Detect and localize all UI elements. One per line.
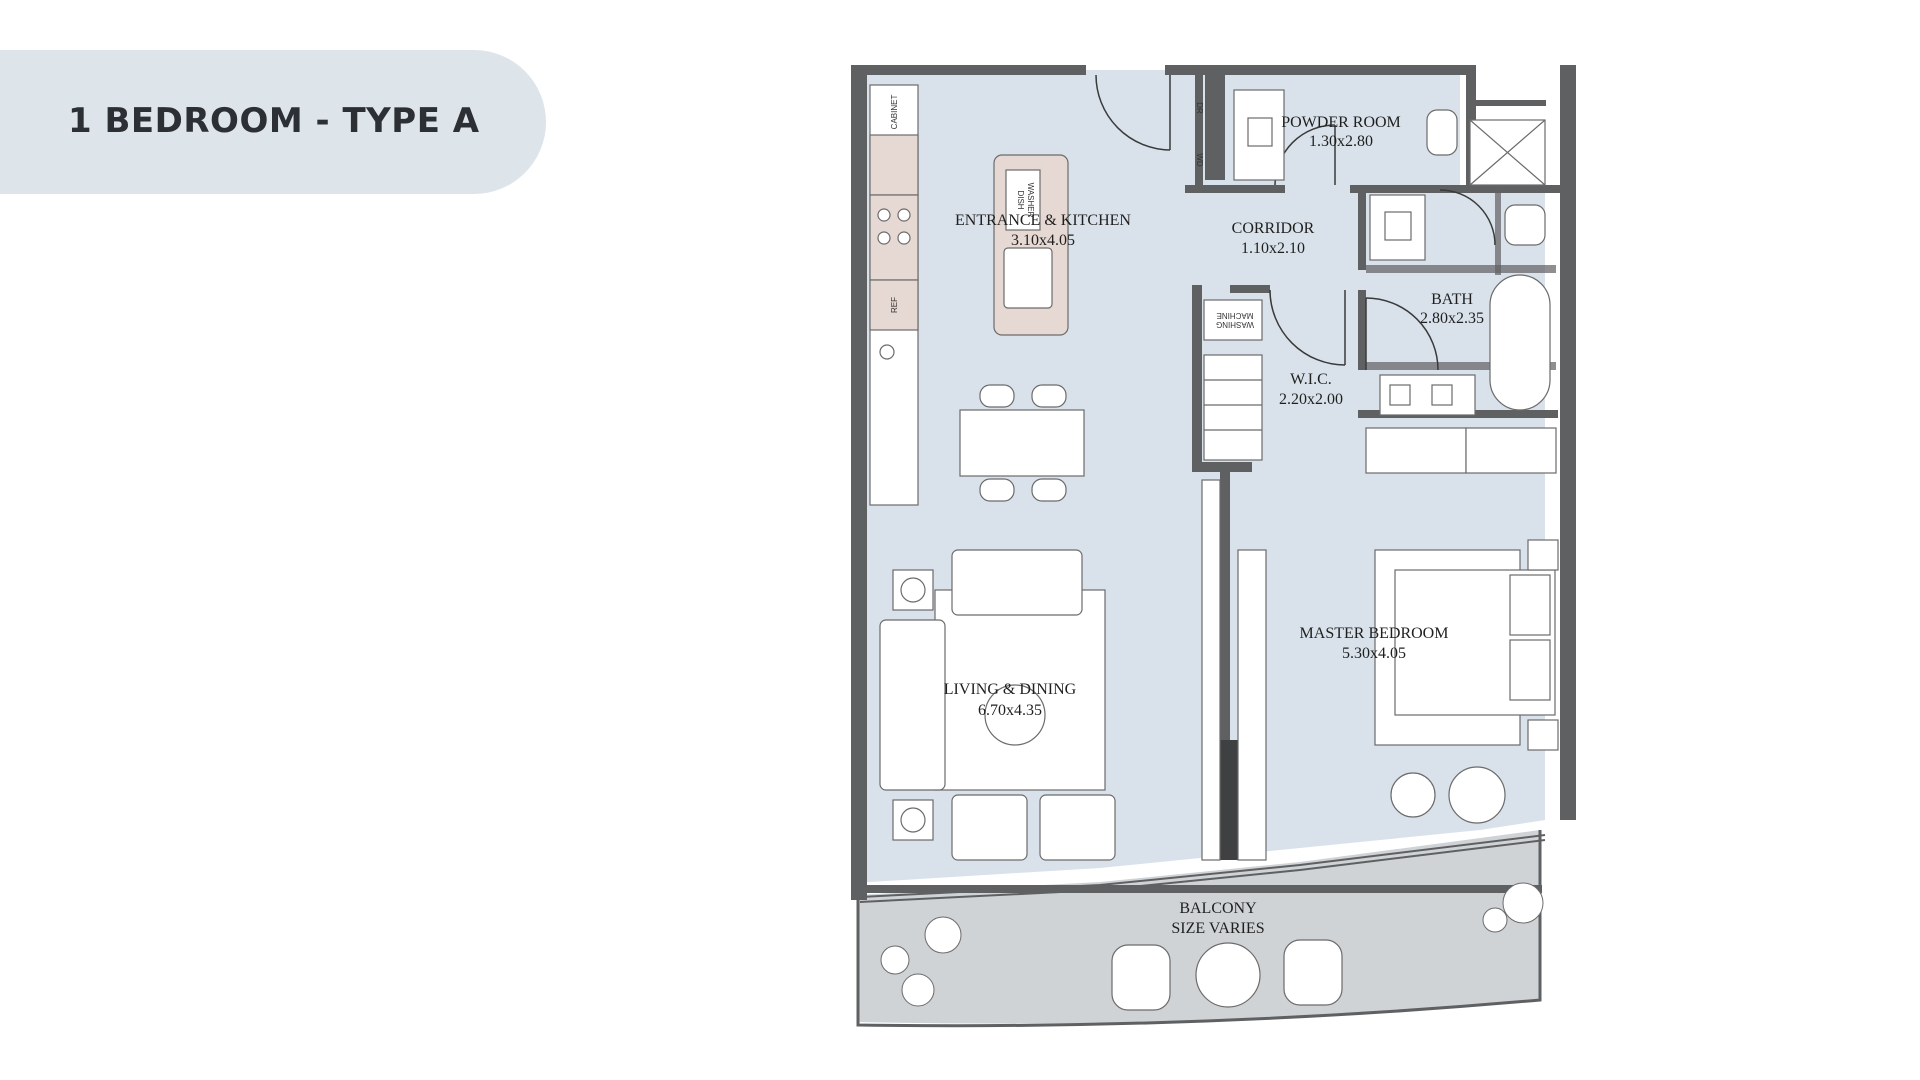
plant-icon	[880, 882, 1544, 1007]
doors	[1095, 74, 1496, 371]
balcony-furniture	[1111, 939, 1343, 1011]
cabinet-label: CABINET	[890, 95, 899, 130]
bath-fixtures	[1369, 194, 1551, 416]
room-size-living-dining: 6.70x4.35	[978, 702, 1042, 719]
walls	[851, 65, 1576, 900]
dining-table	[959, 384, 1085, 502]
room-size-bath: 2.80x2.35	[1420, 310, 1484, 327]
washing-label-2: MACHINE	[1217, 311, 1254, 320]
kitchen-counter	[869, 84, 919, 506]
room-labels: POWDER ROOM 1.30x2.80 ENTRANCE & KITCHEN…	[944, 114, 1484, 937]
page-title: 1 BEDROOM - TYPE A	[68, 101, 480, 141]
room-name-master-bedroom: MASTER BEDROOM	[1300, 625, 1449, 642]
room-size-balcony: SIZE VARIES	[1171, 920, 1264, 937]
washing-label-1: WASHING	[1216, 320, 1254, 329]
room-size-corridor: 1.10x2.10	[1241, 240, 1305, 257]
powder-fixtures	[1233, 89, 1546, 186]
wic-shelving	[1201, 299, 1267, 861]
ref-label: REF	[890, 297, 899, 313]
room-name-entrance-kitchen: ENTRANCE & KITCHEN	[955, 212, 1131, 229]
room-name-corridor: CORRIDOR	[1232, 220, 1315, 237]
balcony-floor	[858, 830, 1540, 1024]
room-size-wic: 2.20x2.00	[1279, 391, 1343, 408]
bedroom-wardrobe	[1365, 427, 1557, 474]
title-banner	[0, 50, 546, 194]
room-name-wic: W.I.C.	[1290, 371, 1332, 388]
dr-label: DR	[1195, 102, 1204, 114]
kitchen-island	[993, 154, 1069, 336]
room-name-powder-room: POWDER ROOM	[1281, 114, 1401, 131]
living-furniture	[879, 549, 1116, 861]
room-size-master-bedroom: 5.30x4.05	[1342, 645, 1406, 662]
room-name-bath: BATH	[1431, 291, 1473, 308]
balcony-outline	[856, 830, 1542, 1028]
room-name-balcony: BALCONY	[1179, 900, 1257, 917]
window-line	[859, 834, 1546, 903]
dishwasher-label-2: WASHER	[1026, 183, 1035, 218]
room-size-entrance-kitchen: 3.10x4.05	[1011, 232, 1075, 249]
room-size-powder-room: 1.30x2.80	[1309, 133, 1373, 150]
wd-label: WD	[1195, 153, 1204, 167]
dishwasher-label-1: DISH	[1016, 190, 1025, 209]
room-name-living-dining: LIVING & DINING	[944, 681, 1077, 698]
master-bed	[1374, 539, 1559, 824]
